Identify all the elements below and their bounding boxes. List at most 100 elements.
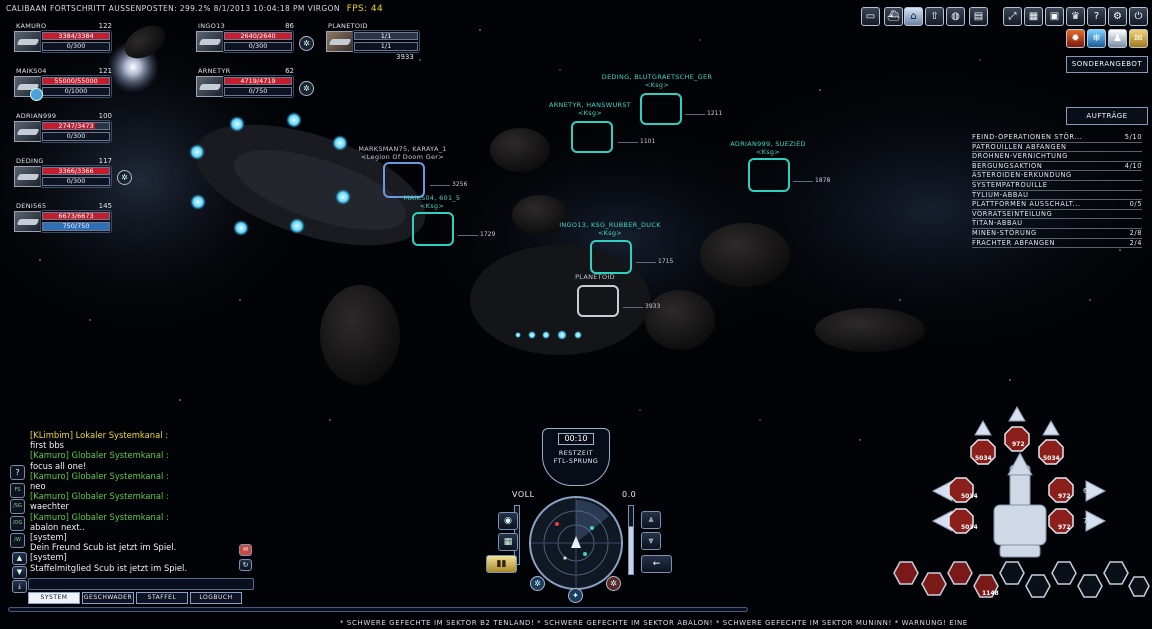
- chest-icon[interactable]: ▣: [1045, 7, 1064, 26]
- target-label[interactable]: Ingo13, KSG_Rubber_Duck<Ksg>: [559, 221, 661, 237]
- speed-bar-right[interactable]: [628, 505, 634, 575]
- member-hull-bar: 2640/2640: [224, 32, 292, 40]
- target-label[interactable]: deding, Blutgraetsche_GER<Ksg>: [601, 73, 713, 89]
- slot-ammo[interactable]: 5034: [1043, 455, 1060, 462]
- chat-scroll-end-button[interactable]: ⤓: [12, 580, 27, 593]
- target-bracket[interactable]: [571, 121, 613, 153]
- ship-jump-icon[interactable]: ⇜: [641, 555, 672, 573]
- mission-item[interactable]: Minen-Störung2/8: [972, 229, 1142, 239]
- speed-full-label: Voll: [512, 490, 535, 499]
- mission-item[interactable]: Drohnen-Vernichtung: [972, 152, 1142, 162]
- mission-item[interactable]: Feind-Operationen stör...5/10: [972, 133, 1142, 143]
- news-ticker: * Schwere Gefechte im Sektor B2 Tenland!…: [340, 619, 968, 627]
- mission-item[interactable]: Vorratseinteilung: [972, 210, 1142, 220]
- target-label[interactable]: Planetoid: [575, 273, 615, 281]
- settings-icon[interactable]: ⚙: [1108, 7, 1127, 26]
- target-frame[interactable]: Planetoid 1/1 1/1 3933: [326, 22, 420, 62]
- target-label[interactable]: MaikS04, 601_5<Ksg>: [403, 194, 461, 210]
- target-bracket[interactable]: [748, 158, 790, 192]
- chat-mail-icon[interactable]: ✉: [239, 544, 252, 556]
- chat-channel-button[interactable]: ?: [10, 465, 25, 480]
- ship-icon[interactable]: ⛴: [884, 7, 903, 26]
- target-label[interactable]: adrian999, suezied<Ksg>: [730, 140, 806, 156]
- mission-item[interactable]: Bergungsaktion4/10: [972, 162, 1142, 172]
- mission-item[interactable]: Titan-Abbau: [972, 219, 1142, 229]
- mission-progress: 4/10: [1124, 161, 1142, 170]
- chat-tab[interactable]: Geschwader: [82, 592, 134, 604]
- hangar-icon[interactable]: ◍: [946, 7, 965, 26]
- boost-icon[interactable]: ▮▮: [486, 555, 517, 573]
- quests-button[interactable]: Aufträge: [1066, 107, 1148, 125]
- chat-scroll-up-button[interactable]: ▲: [12, 552, 27, 565]
- target-bracket[interactable]: [640, 93, 682, 125]
- mission-item[interactable]: Asteroiden-Erkundung: [972, 171, 1142, 181]
- target-bracket[interactable]: [590, 240, 632, 274]
- gear-icon[interactable]: ✲: [117, 170, 132, 185]
- slot-ammo[interactable]: 972: [1012, 441, 1025, 448]
- member-bars-frame: [40, 75, 112, 98]
- fullscreen-icon[interactable]: ⤢: [1003, 7, 1022, 26]
- mission-item[interactable]: Systempatrouille: [972, 181, 1142, 191]
- cargo-icon[interactable]: ▤: [969, 7, 988, 26]
- rocket-icon[interactable]: ⇧: [925, 7, 944, 26]
- chat-input[interactable]: [28, 578, 254, 590]
- mission-item[interactable]: Patrouillen abfangen: [972, 143, 1142, 153]
- shop-icon[interactable]: ✉: [1129, 29, 1148, 48]
- target-bracket[interactable]: [412, 212, 454, 246]
- chat-line: [system]: [30, 532, 67, 543]
- autopilot-icon[interactable]: ◉: [498, 512, 518, 530]
- weapon-toggle-icon[interactable]: ✲: [606, 576, 621, 591]
- radar[interactable]: [527, 494, 625, 592]
- slot-ammo[interactable]: 5034: [975, 455, 992, 462]
- chat-channel-button[interactable]: /W: [10, 533, 25, 548]
- slot-ammo[interactable]: 972: [1058, 524, 1071, 531]
- power-icon[interactable]: ⏻: [1129, 7, 1148, 26]
- chat-refresh-icon[interactable]: ↻: [239, 559, 252, 571]
- target-bracket[interactable]: [383, 162, 425, 198]
- chat-channel-button[interactable]: /SG: [10, 499, 25, 514]
- target-label[interactable]: Arnetyr, hanswurst<Ksg>: [548, 101, 632, 117]
- target-portrait: [326, 31, 353, 52]
- mission-item[interactable]: Frachter abfangen2/4: [972, 239, 1142, 249]
- booster-icon[interactable]: ✹: [1066, 29, 1085, 48]
- grid-icon[interactable]: ▦: [498, 533, 518, 551]
- target-bracket[interactable]: [577, 285, 619, 317]
- chat-scrollbar[interactable]: [8, 607, 748, 612]
- map-icon[interactable]: ▦: [1024, 7, 1043, 26]
- chat-line: focus all one!: [30, 460, 87, 471]
- trophy-icon[interactable]: ♛: [1066, 7, 1085, 26]
- gear-icon[interactable]: ✲: [299, 81, 314, 96]
- repair-icon[interactable]: ✲: [530, 576, 545, 591]
- slot-ammo[interactable]: 972: [1058, 493, 1071, 500]
- chat-scroll-down-button[interactable]: ▼: [12, 566, 27, 579]
- friends-icon[interactable]: ♟: [1108, 29, 1127, 48]
- help-icon[interactable]: ?: [1087, 7, 1106, 26]
- chat-channel-button[interactable]: /OG: [10, 516, 25, 531]
- gear-icon[interactable]: ✲: [299, 36, 314, 51]
- member-hull-bar: 3384/3384: [42, 32, 110, 40]
- target-label[interactable]: Marksman75, Karaya_1<Legion Of Doom Ger>: [358, 145, 447, 161]
- formation-icon[interactable]: ⩓: [641, 511, 661, 529]
- cockpit-icon[interactable]: ▭: [861, 7, 880, 26]
- wing-icon[interactable]: ⩔: [641, 532, 661, 550]
- chat-tab[interactable]: Staffel: [136, 592, 188, 604]
- chat-tab[interactable]: System: [28, 592, 80, 604]
- target-lock-icon[interactable]: ✦: [568, 588, 583, 603]
- mission-item[interactable]: Plattformen ausschalt...0/5: [972, 200, 1142, 210]
- snowflake-icon[interactable]: ❄: [1087, 29, 1106, 48]
- special-offer-button[interactable]: Sonderangebot: [1066, 56, 1148, 73]
- slot-ammo[interactable]: 5034: [961, 524, 978, 531]
- slot-ammo[interactable]: 5034: [961, 493, 978, 500]
- station-icon[interactable]: ⌂: [904, 7, 923, 26]
- mission-item[interactable]: Tylium-Abbau: [972, 191, 1142, 201]
- chat-channel-button[interactable]: FS: [10, 483, 25, 498]
- chat-tab[interactable]: Logbuch: [190, 592, 242, 604]
- member-shield-bar: 0/300: [42, 132, 110, 141]
